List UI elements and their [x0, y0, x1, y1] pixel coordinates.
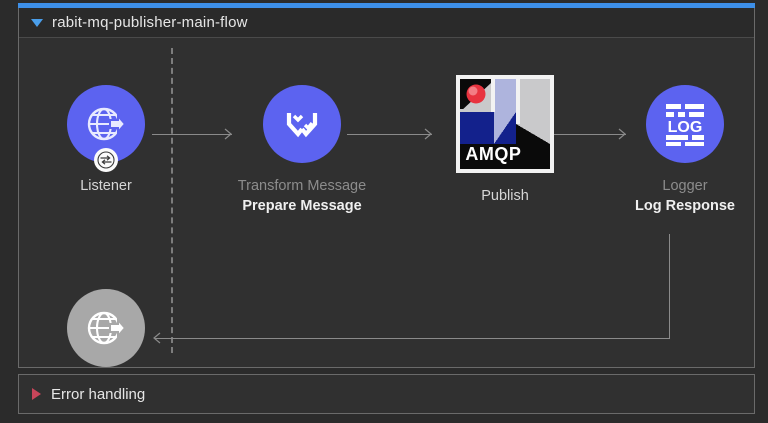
flow-header[interactable]: rabit-mq-publisher-main-flow — [19, 8, 754, 38]
arrowhead-icon — [224, 128, 232, 140]
arrowhead-icon — [153, 332, 161, 344]
dataweave-icon — [286, 113, 318, 138]
source-process-divider — [171, 48, 173, 353]
globe-arrow-icon — [87, 107, 127, 141]
connector-transform-to-publish — [347, 134, 432, 135]
transform-node-circle[interactable] — [263, 85, 341, 163]
response-node-circle[interactable] — [67, 289, 145, 367]
listener-node-circle[interactable] — [67, 85, 145, 172]
connector-publish-to-logger — [546, 134, 626, 135]
flow-canvas: Listener Transform Message Prepare Messa… — [19, 38, 754, 367]
triangle-right-icon[interactable] — [32, 388, 41, 400]
amqp-logo-graphic: AMQP — [460, 79, 550, 169]
log-icon-text: LOG — [668, 119, 703, 136]
logger-node-circle[interactable]: LOG — [646, 85, 724, 163]
error-handling-panel[interactable]: Error handling — [18, 374, 755, 414]
flow-node-logger[interactable]: LOG Logger Log Response — [610, 85, 760, 216]
connector-return-vertical — [669, 234, 670, 339]
red-sphere-icon — [466, 84, 486, 104]
error-handling-title: Error handling — [51, 385, 146, 403]
arrowhead-icon — [424, 128, 432, 140]
transform-name-label: Prepare Message — [242, 198, 362, 214]
globe-arrow-icon — [87, 311, 127, 345]
triangle-down-icon[interactable] — [31, 18, 43, 27]
exchange-arrows-icon — [97, 151, 115, 169]
flow-title: rabit-mq-publisher-main-flow — [52, 14, 248, 31]
flow-node-listener[interactable]: Listener — [31, 85, 181, 196]
log-icon: LOG — [666, 104, 704, 146]
exchange-arrows-badge — [94, 148, 118, 172]
amqp-logo-text: AMQP — [465, 144, 522, 165]
connector-listener-to-transform — [152, 134, 232, 135]
main-flow-panel: rabit-mq-publisher-main-flow — [18, 8, 755, 368]
amqp-logo-icon[interactable]: AMQP — [456, 75, 554, 173]
publish-type-label: Publish — [481, 188, 529, 204]
connector-return-horizontal — [155, 338, 670, 339]
transform-type-label: Transform Message — [237, 178, 367, 194]
flow-node-response[interactable] — [31, 289, 181, 367]
flow-node-transform-message[interactable]: Transform Message Prepare Message — [227, 85, 377, 216]
logger-name-label: Log Response — [635, 198, 735, 214]
listener-name-label: Listener — [80, 178, 132, 194]
accent-strip — [18, 3, 755, 8]
logger-type-label: Logger — [662, 178, 708, 194]
flow-node-publish[interactable]: AMQP Publish — [430, 75, 580, 206]
arrowhead-icon — [618, 128, 626, 140]
